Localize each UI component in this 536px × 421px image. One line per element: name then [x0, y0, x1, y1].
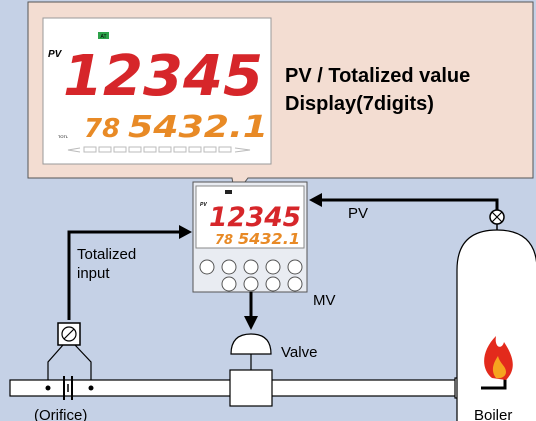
key-button[interactable] [287, 259, 303, 275]
orifice-label: (Orifice) [34, 407, 87, 421]
sub-digits-left: 78 [84, 114, 120, 144]
boiler-vessel [456, 229, 536, 421]
key-button[interactable] [243, 276, 259, 292]
controller-unit: PV 12345 78 5432.1 [192, 181, 308, 293]
key-button[interactable] [243, 259, 259, 275]
flame-core-icon [492, 356, 506, 379]
totalized-label-line1: Totalized [77, 246, 136, 263]
boiler-label: Boiler [474, 407, 512, 421]
key-button[interactable] [221, 259, 237, 275]
at-badge-label: AT [100, 34, 106, 40]
totalized-input-line [67, 225, 192, 320]
control-valve [229, 333, 273, 407]
controller-keypad [199, 259, 303, 292]
key-button[interactable] [287, 276, 303, 292]
totl-indicator-label: TOTL [58, 134, 69, 139]
boiler [456, 229, 536, 421]
controller-badge-icon [225, 190, 232, 194]
large-display-screen [42, 17, 272, 165]
orifice-plate [45, 376, 94, 400]
at-badge-icon [98, 32, 109, 39]
controller-pv-digits: 12345 [209, 202, 301, 233]
pv-signal-line [309, 193, 499, 222]
totalized-digits: 5432.1 [128, 110, 268, 145]
pv-indicator-label: PV [48, 49, 63, 60]
controller-sub-digits: 5432.1 [238, 230, 300, 248]
sensor-cross [491, 211, 503, 223]
bar-graph-segments [67, 146, 251, 153]
flow-transmitter-slash [63, 328, 75, 340]
callout-title-line2: Display(7digits) [285, 93, 434, 115]
controller-screen [195, 185, 305, 249]
key-button[interactable] [199, 259, 215, 275]
valve-body [229, 369, 273, 407]
controller-sub-left: 78 [215, 233, 233, 248]
valve-label: Valve [281, 344, 317, 361]
totalized-label-line2: input [77, 265, 110, 282]
mv-signal-line [244, 292, 258, 330]
mv-label: MV [313, 292, 336, 309]
controller-pv-label: PV [200, 202, 207, 208]
callout-title-line1: PV / Totalized value [285, 65, 470, 87]
key-button[interactable] [221, 276, 237, 292]
valve-actuator [230, 333, 272, 355]
pv-digits: 12345 [63, 44, 263, 109]
large-display: AT PV 12345 78 5432.1 TOTL [42, 17, 272, 165]
pv-label: PV [348, 205, 368, 222]
key-button[interactable] [265, 259, 281, 275]
key-button[interactable] [265, 276, 281, 292]
